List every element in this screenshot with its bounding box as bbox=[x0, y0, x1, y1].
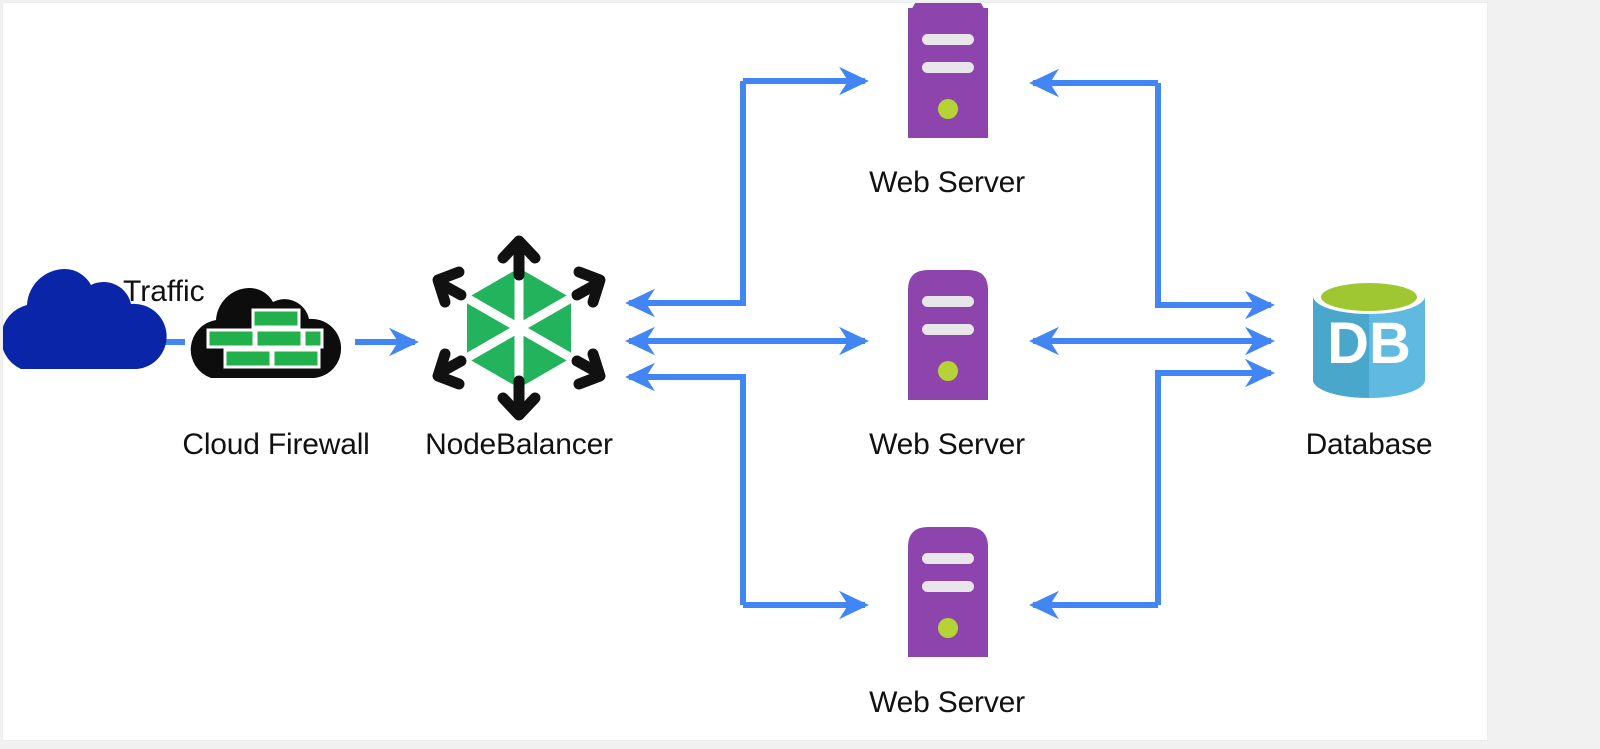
server-icon bbox=[908, 527, 988, 657]
connector-layer bbox=[149, 66, 1275, 620]
connector-web-top-to-db-out bbox=[1155, 83, 1275, 320]
database-inner-text: DB bbox=[1327, 311, 1411, 376]
cloud-firewall-icon bbox=[190, 287, 342, 378]
server-icon bbox=[908, 270, 988, 400]
node-label-web-server-top: Web Server bbox=[869, 166, 1025, 199]
node-label-cloud-firewall: Cloud Firewall bbox=[182, 428, 370, 461]
connector-nb-to-web-top-return bbox=[625, 81, 746, 318]
architecture-diagram: DB bbox=[3, 3, 1425, 657]
node-label-web-server-bottom: Web Server bbox=[869, 686, 1025, 719]
nodebalancer-icon bbox=[432, 235, 606, 421]
node-label-nodebalancer: NodeBalancer bbox=[425, 428, 613, 461]
connector-web-bottom-to-db-out bbox=[1155, 358, 1275, 605]
cloud-icon bbox=[3, 268, 167, 369]
node-label-web-server-middle: Web Server bbox=[869, 428, 1025, 461]
diagram-canvas: DB Traffic Cloud Firewall NodeBalancer W… bbox=[2, 2, 1488, 741]
database-icon: DB bbox=[1313, 278, 1425, 398]
connector-nb-to-web-bottom-return bbox=[625, 362, 746, 605]
server-icon bbox=[908, 3, 988, 138]
node-label-database: Database bbox=[1305, 428, 1433, 461]
connector-label-traffic: Traffic bbox=[123, 275, 205, 308]
